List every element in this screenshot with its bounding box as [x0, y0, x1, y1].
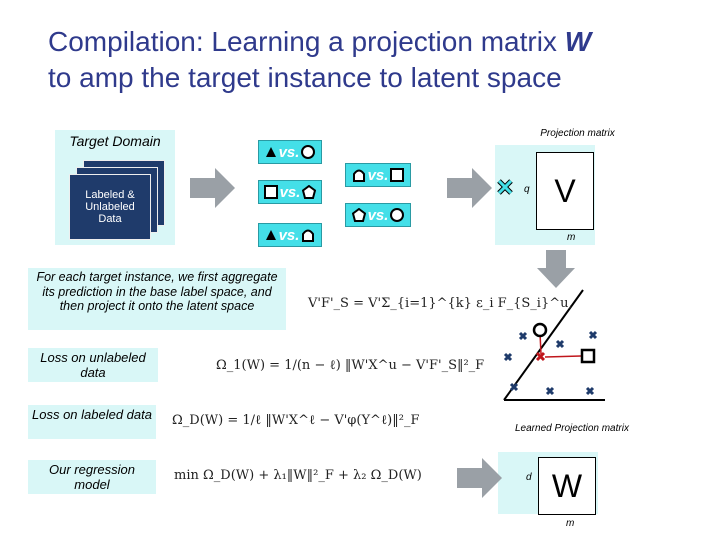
equation-unlabeled: Ω_1(W) = 1/(n − ℓ) ‖W'X^u − V'F'_S‖²_F — [216, 358, 485, 373]
regression-text: Our regression model — [49, 462, 135, 492]
latent-space-plot — [503, 289, 605, 401]
equation-aggregate: V'F'_S = V'Σ_{i=1}^{k} ε_i F_{S_i}^u, — [308, 296, 573, 311]
triangle-icon — [265, 230, 276, 240]
square-icon — [263, 185, 278, 199]
learned-label: Learned Projection matrix — [515, 423, 629, 434]
vs-box-1: vs. — [258, 140, 322, 164]
data-card-front: Labeled & Unlabeled Data — [69, 174, 151, 240]
cross-icon — [497, 179, 513, 195]
title-line2: to amp the target instance to latent spa… — [48, 62, 562, 93]
equation-labeled: Ω_D(W) = 1/ℓ ‖W'X^ℓ − V'φ(Y^ℓ)‖²_F — [172, 413, 420, 428]
vs-box-5: vs. — [345, 203, 411, 227]
projection-m: m — [567, 232, 576, 243]
title-var: W — [564, 26, 592, 57]
vs-label: vs. — [367, 166, 389, 184]
arrow-right-icon — [190, 168, 235, 208]
loss-unlabeled-text: Loss on unlabeled data — [40, 350, 146, 380]
arrow-right-icon — [457, 458, 502, 498]
pentagon-icon — [351, 208, 366, 222]
vs-box-3: vs. — [258, 223, 322, 247]
projection-q: q — [524, 184, 530, 195]
equation-regression: min Ω_D(W) + λ₁‖W‖²_F + λ₂ Ω_D(W) — [174, 468, 422, 483]
vs-label: vs. — [367, 206, 389, 224]
learned-matrix-w: W — [538, 457, 596, 515]
circle-icon — [390, 208, 405, 222]
projection-matrix-v: V — [536, 152, 594, 230]
loss-unlabeled-box — [28, 348, 158, 382]
vs-box-2: vs. — [258, 180, 322, 204]
data-card-label: Labeled & Unlabeled Data — [85, 189, 135, 225]
title-line1: Compilation: Learning a projection matri… — [48, 26, 565, 57]
loss-labeled-box — [28, 405, 156, 439]
loss-labeled-text: Loss on labeled data — [32, 407, 152, 422]
aggregate-text: For each target instance, we first aggre… — [36, 270, 278, 313]
circle-icon — [301, 145, 316, 159]
vs-box-4: vs. — [345, 163, 411, 187]
regression-box — [28, 460, 156, 494]
page-title: Compilation: Learning a projection matri… — [48, 24, 708, 96]
vs-label: vs. — [279, 183, 301, 201]
vs-label: vs. — [278, 143, 300, 161]
dome-icon — [302, 229, 315, 242]
pentagon-icon — [302, 185, 317, 199]
square-icon — [390, 168, 405, 182]
arrow-down-icon — [537, 250, 575, 288]
dome-icon — [352, 169, 365, 182]
learned-m: m — [566, 518, 575, 529]
projection-label: Projection matrix — [540, 128, 615, 139]
vs-label: vs. — [278, 226, 300, 244]
aggregate-box — [28, 268, 286, 330]
triangle-icon — [265, 147, 276, 157]
learned-d: d — [526, 472, 532, 483]
target-domain-label: Target Domain — [69, 133, 161, 149]
arrow-right-icon — [447, 168, 492, 208]
